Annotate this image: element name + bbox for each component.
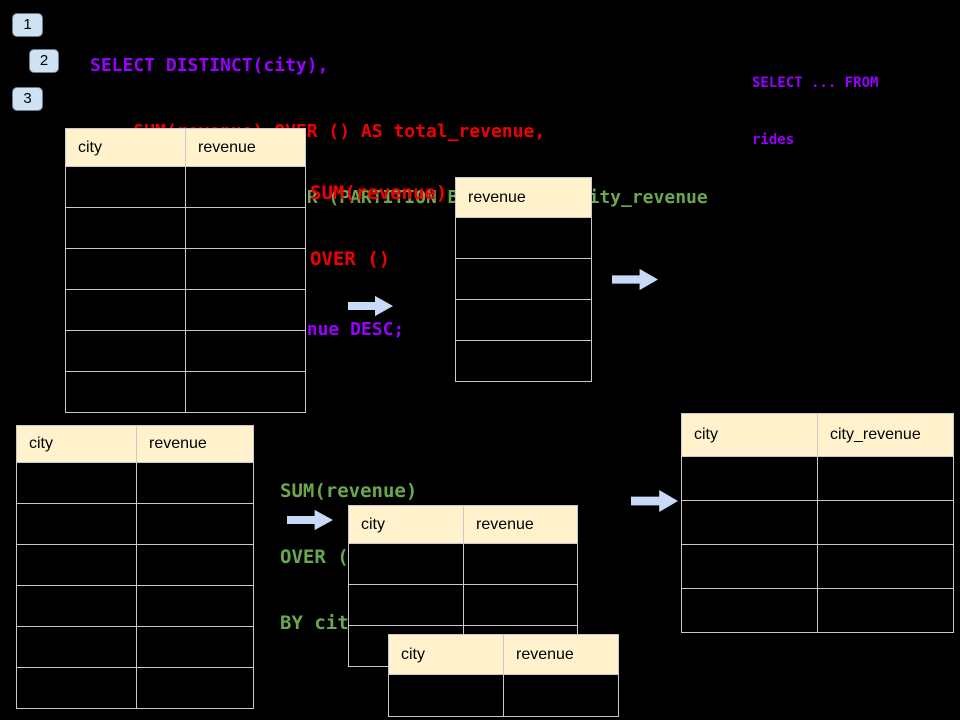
empty-cell	[65, 166, 186, 208]
empty-cell	[185, 207, 306, 249]
empty-cell	[455, 217, 592, 259]
empty-cell	[136, 667, 254, 709]
empty-cell	[136, 503, 254, 545]
empty-cell	[65, 371, 186, 413]
empty-cell	[16, 544, 137, 586]
sql-line-select: SELECT DISTINCT(city),	[90, 55, 329, 76]
arrow-right-icon	[631, 489, 678, 513]
empty-cell	[65, 289, 186, 331]
empty-cell	[185, 289, 306, 331]
empty-cell	[16, 626, 137, 668]
table-source-bottom: city revenue	[16, 425, 254, 709]
empty-cell	[16, 585, 137, 627]
table-row	[16, 626, 254, 668]
table-row	[348, 543, 578, 585]
table-row	[65, 371, 306, 413]
table-row	[16, 544, 254, 586]
table-row	[455, 217, 592, 259]
column-header-revenue: revenue	[463, 505, 578, 544]
step-badge-3: 3	[12, 87, 43, 111]
annotation-total-revenue: SUM(revenue) OVER ()	[310, 138, 447, 314]
column-header-revenue: revenue	[455, 177, 592, 218]
table-header-row: city revenue	[16, 425, 254, 463]
column-header-revenue: revenue	[185, 128, 306, 167]
empty-cell	[136, 585, 254, 627]
table-header-row: revenue	[455, 177, 592, 218]
table-source-top: city revenue	[65, 128, 306, 413]
column-header-city-revenue: city_revenue	[817, 413, 954, 457]
table-row	[65, 289, 306, 331]
table-row	[681, 456, 954, 501]
empty-cell	[65, 248, 186, 290]
empty-cell	[463, 543, 578, 585]
annotation-line: OVER ()	[310, 248, 391, 270]
empty-cell	[185, 248, 306, 290]
table-total-result: revenue	[455, 177, 592, 382]
empty-cell	[455, 258, 592, 300]
column-header-city: city	[16, 425, 137, 463]
table-header-row: city city_revenue	[681, 413, 954, 457]
empty-cell	[16, 667, 137, 709]
empty-cell	[348, 584, 464, 626]
sql-side-note: SELECT ... FROM rides	[752, 36, 878, 188]
column-header-city: city	[65, 128, 186, 167]
table-row	[388, 674, 619, 717]
column-header-city: city	[388, 634, 504, 675]
table-row	[65, 248, 306, 290]
side-note-line: SELECT ... FROM	[752, 75, 879, 91]
table-header-row: city revenue	[65, 128, 306, 167]
empty-cell	[65, 207, 186, 249]
empty-cell	[463, 584, 578, 626]
table-row	[681, 588, 954, 633]
empty-cell	[16, 503, 137, 545]
empty-cell	[136, 544, 254, 586]
table-final-result: city city_revenue	[681, 413, 954, 633]
empty-cell	[817, 500, 954, 545]
empty-cell	[455, 299, 592, 341]
empty-cell	[455, 340, 592, 382]
annotation-line: SUM(revenue)	[280, 480, 418, 502]
empty-cell	[185, 371, 306, 413]
table-row	[65, 330, 306, 372]
table-partition-overlay: city revenue	[388, 634, 619, 717]
empty-cell	[681, 544, 818, 589]
empty-cell	[185, 330, 306, 372]
column-header-city: city	[681, 413, 818, 457]
table-row	[455, 258, 592, 300]
empty-cell	[681, 500, 818, 545]
annotation-line: SUM(revenue)	[310, 182, 448, 204]
empty-cell	[681, 456, 818, 501]
table-row	[65, 207, 306, 249]
table-row	[65, 166, 306, 208]
table-row	[16, 667, 254, 709]
table-row	[455, 299, 592, 341]
empty-cell	[348, 543, 464, 585]
step-badge-2: 2	[29, 49, 59, 73]
table-row	[455, 340, 592, 382]
empty-cell	[388, 674, 504, 717]
table-row	[16, 585, 254, 627]
empty-cell	[817, 456, 954, 501]
table-header-row: city revenue	[388, 634, 619, 675]
table-row	[681, 544, 954, 589]
table-row	[16, 462, 254, 504]
side-note-line: rides	[752, 132, 795, 148]
column-header-city: city	[348, 505, 464, 544]
empty-cell	[185, 166, 306, 208]
empty-cell	[817, 544, 954, 589]
empty-cell	[16, 462, 137, 504]
table-row	[681, 500, 954, 545]
table-header-row: city revenue	[348, 505, 578, 544]
column-header-revenue: revenue	[503, 634, 619, 675]
table-row	[16, 503, 254, 545]
empty-cell	[817, 588, 954, 633]
empty-cell	[136, 626, 254, 668]
empty-cell	[65, 330, 186, 372]
step-badge-1: 1	[12, 13, 43, 37]
empty-cell	[681, 588, 818, 633]
column-header-revenue: revenue	[136, 425, 254, 463]
empty-cell	[503, 674, 619, 717]
table-row	[348, 584, 578, 626]
empty-cell	[136, 462, 254, 504]
